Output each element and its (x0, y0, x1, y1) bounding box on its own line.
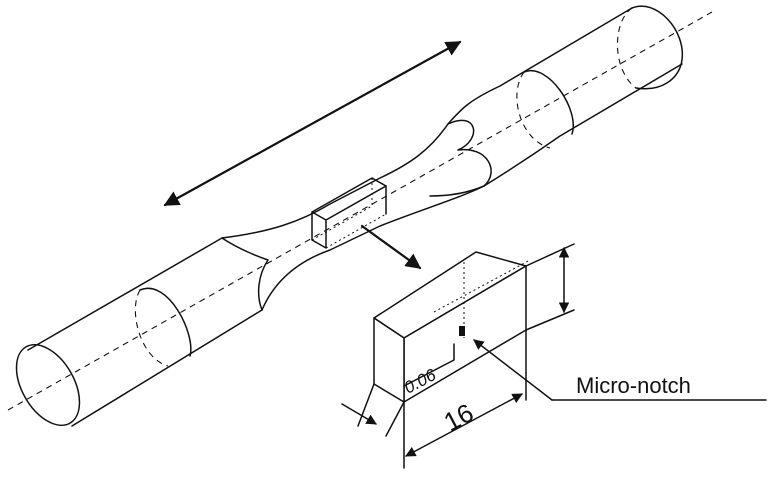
right-end-cap (631, 5, 684, 90)
left-end-cap (15, 343, 81, 427)
neck-right-flare (429, 119, 492, 197)
length-dimension-label: 16 (439, 397, 479, 437)
cylindrical-bar (15, 5, 684, 427)
load-direction-arrow (163, 40, 462, 207)
enlarge-arrow (360, 224, 422, 270)
notch-callout-leader (473, 339, 767, 401)
notched-specimen (373, 251, 531, 403)
sample-extraction-zone (311, 177, 387, 249)
specimen-axis (7, 11, 713, 411)
notch-callout-label: Micro-notch (576, 373, 691, 398)
dimension-lines (341, 243, 575, 469)
neck-left-flare (221, 237, 269, 311)
micro-notch-mark (459, 326, 465, 336)
